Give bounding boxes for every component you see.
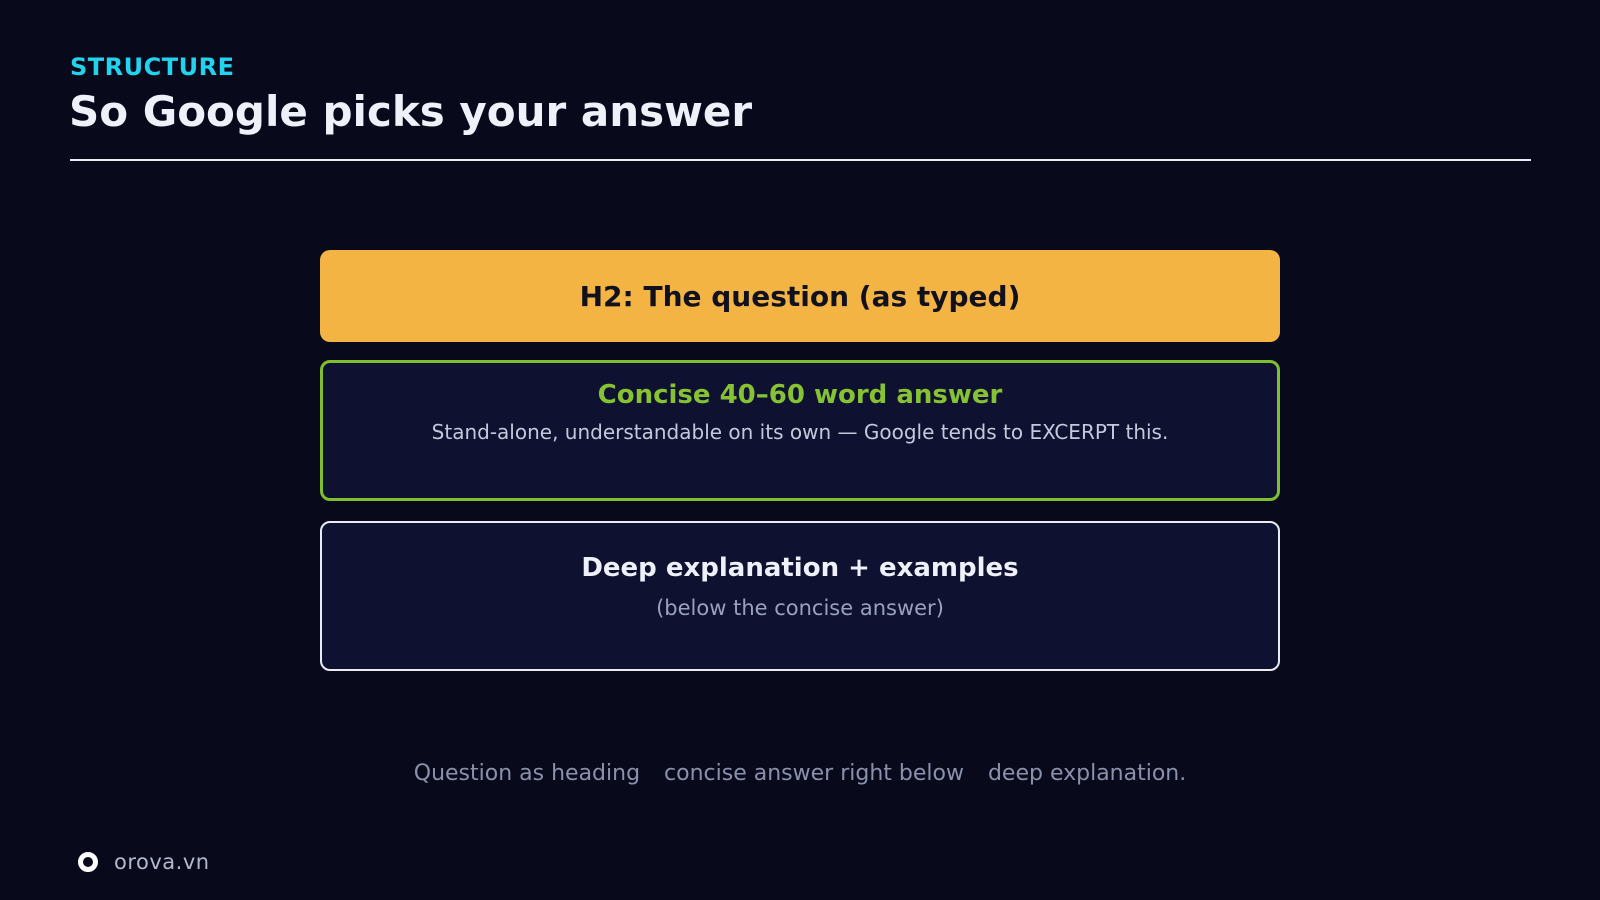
summary-part: concise answer right below: [664, 761, 964, 786]
summary-part: Question as heading: [413, 761, 641, 786]
ring-logo-icon: [78, 852, 98, 872]
answer-block: Concise 40–60 word answer Stand-alone, u…: [320, 360, 1280, 501]
heading-block: H2: The question (as typed): [320, 250, 1280, 342]
deep-explanation-block: Deep explanation + examples (below the c…: [320, 521, 1280, 671]
brand-footer: orova.vn: [78, 847, 210, 877]
answer-block-description: Stand-alone, understandable on its own —…: [431, 420, 1169, 444]
page-title: So Google picks your answer: [69, 87, 753, 136]
brand-name: orova.vn: [114, 850, 210, 874]
summary-line: Question as heading concise answer right…: [0, 758, 1600, 790]
title-divider: [70, 159, 1531, 161]
heading-block-label: H2: The question (as typed): [579, 279, 1021, 313]
deep-block-title: Deep explanation + examples: [581, 553, 1019, 583]
answer-block-title: Concise 40–60 word answer: [597, 380, 1003, 410]
section-kicker: STRUCTURE: [70, 53, 235, 81]
deep-block-subtitle: (below the concise answer): [656, 596, 944, 620]
summary-part: deep explanation.: [987, 761, 1187, 786]
